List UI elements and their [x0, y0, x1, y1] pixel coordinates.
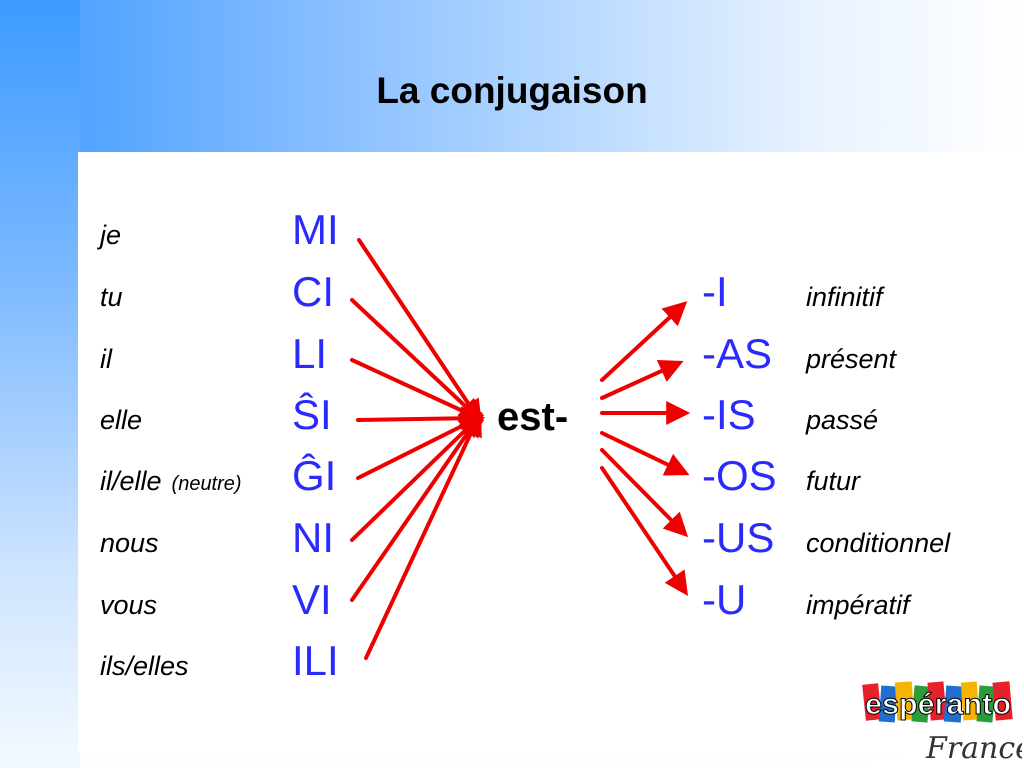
suffix-u: -U — [702, 576, 747, 623]
tense-present: présent — [806, 344, 897, 374]
left-gradient — [0, 0, 80, 768]
arrow-li — [350, 358, 485, 422]
pronoun-fr-ils-elles: ils/elles — [100, 651, 189, 681]
suffix-as: -AS — [702, 330, 773, 377]
arrow-ili — [364, 411, 482, 660]
pronoun-eo-si: ŜI — [292, 391, 332, 438]
pronoun-eo-ci: CI — [292, 268, 334, 315]
content-panel — [78, 152, 1024, 752]
tense-passe: passé — [806, 405, 879, 435]
pronoun-fr-elle: elle — [100, 405, 143, 435]
arrow-mi — [357, 238, 483, 424]
pronoun-fr-je: je — [100, 220, 122, 250]
pronoun-fr-neutre-label: il/elle — [100, 466, 162, 496]
arrow-ci — [350, 298, 484, 423]
esperanto-france-logo: espéranto France — [862, 676, 1024, 771]
arrow-to-as — [600, 360, 684, 400]
pronoun-fr-il: il — [100, 344, 112, 374]
verb-root: est- — [497, 395, 569, 439]
arrow-ni — [350, 412, 484, 542]
arrow-to-u — [600, 466, 689, 596]
pronoun-eo-vi: VI — [292, 576, 332, 623]
logo-word-france: France — [925, 731, 1022, 766]
neutre-note: (neutre) — [171, 473, 242, 495]
pronoun-fr-tu: tu — [100, 282, 123, 312]
pronoun-eo-ili: ILI — [292, 637, 339, 684]
pronoun-fr-nous: nous — [100, 528, 159, 558]
slide-title: La conjugaison — [376, 70, 648, 111]
pronoun-eo-mi: MI — [292, 206, 339, 253]
arrow-si — [356, 406, 486, 431]
suffix-i: -I — [702, 268, 728, 315]
arrow-vi — [350, 412, 483, 602]
tense-imperatif: impératif — [806, 590, 910, 620]
tense-futur: futur — [806, 466, 861, 496]
logo-word-esperanto: espéranto — [865, 688, 1011, 721]
pronoun-fr-vous: vous — [100, 590, 158, 620]
pronoun-eo-ni: NI — [292, 514, 334, 561]
suffix-us: -US — [702, 514, 775, 561]
tense-infinitif: infinitif — [806, 282, 883, 312]
suffix-is: -IS — [702, 391, 756, 438]
pronoun-fr-neutre: il/elle (neutre) — [100, 466, 242, 497]
arrow-to-us — [600, 448, 689, 538]
pronoun-eo-li: LI — [292, 330, 328, 377]
tense-conditionnel: conditionnel — [806, 528, 951, 558]
header-gradient — [0, 0, 1024, 152]
suffix-os: -OS — [702, 452, 777, 499]
arrow-gi — [356, 414, 485, 480]
pronoun-eo-gi: ĜI — [292, 452, 337, 499]
arrow-to-os — [600, 431, 690, 476]
arrow-to-i — [600, 301, 688, 382]
